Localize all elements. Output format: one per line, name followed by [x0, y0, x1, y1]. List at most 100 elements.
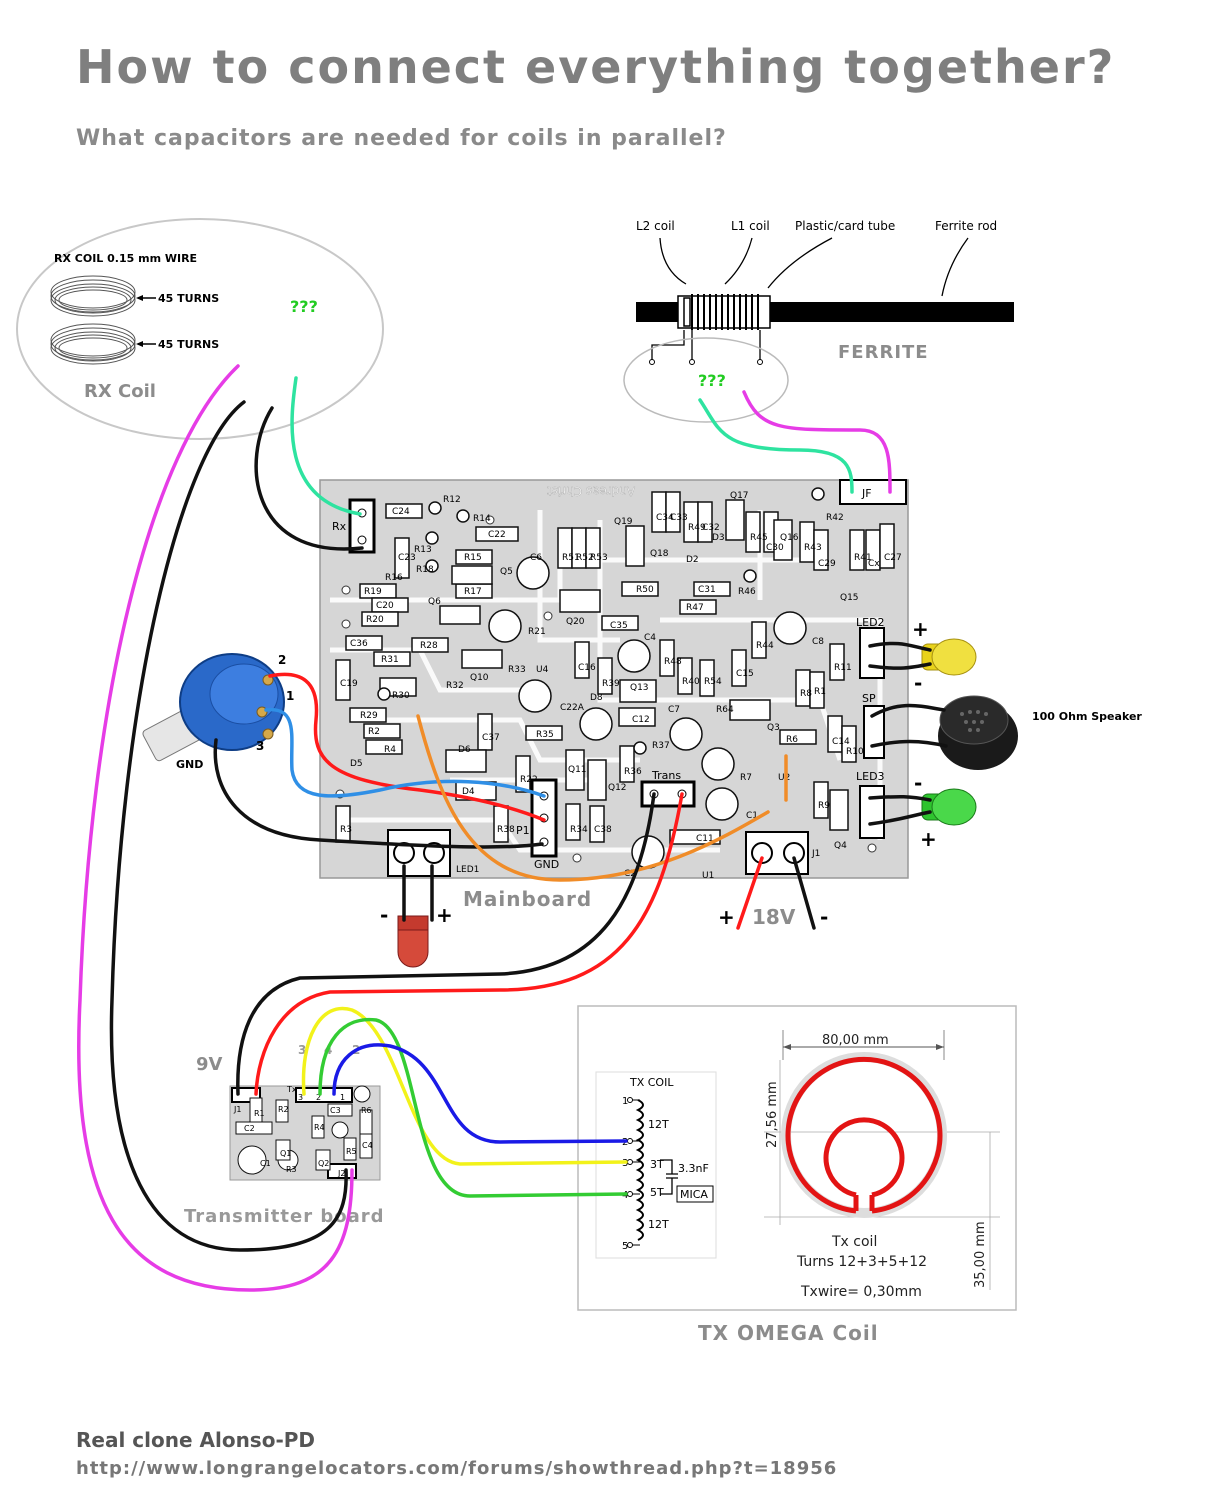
svg-text:C22A: C22A [560, 703, 585, 713]
svg-text:R44: R44 [756, 641, 774, 651]
svg-text:C20: C20 [376, 601, 394, 611]
svg-text:C2: C2 [244, 1124, 255, 1133]
svg-text:Q20: Q20 [566, 617, 585, 627]
svg-text:D8: D8 [590, 693, 603, 703]
black-wire-rx [254, 406, 364, 551]
l1-coil-label: L1 coil [731, 219, 770, 233]
svg-text:Q18: Q18 [650, 549, 669, 559]
svg-text:U2: U2 [778, 773, 790, 783]
page-title: How to connect everything together? [76, 40, 1116, 94]
svg-text:R36: R36 [624, 767, 642, 777]
svg-text:R46: R46 [738, 587, 756, 597]
svg-text:-: - [380, 903, 388, 927]
svg-text:C1: C1 [260, 1159, 271, 1168]
pcb-components [335, 491, 895, 845]
l2-coil-label: L2 coil [636, 219, 675, 233]
svg-text:JF: JF [861, 487, 872, 500]
svg-text:C22: C22 [488, 530, 506, 540]
svg-text:R16: R16 [385, 573, 403, 583]
svg-text:R6: R6 [786, 735, 798, 745]
tx-coil-winding [635, 1099, 644, 1241]
svg-text:J1: J1 [233, 1105, 241, 1114]
svg-text:Q6: Q6 [428, 597, 441, 607]
svg-text:Q3: Q3 [767, 723, 780, 733]
svg-text:R2: R2 [278, 1105, 289, 1114]
red-led-icon [397, 915, 429, 968]
svg-text:R34: R34 [570, 825, 588, 835]
svg-text:R45: R45 [750, 533, 768, 543]
svg-text:18V: 18V [752, 905, 796, 929]
svg-text:Q17: Q17 [730, 491, 749, 501]
jf-connector [839, 479, 907, 505]
svg-text:P1: P1 [516, 824, 530, 837]
svg-text:R30: R30 [392, 691, 410, 701]
svg-text:Turns 12+3+5+12: Turns 12+3+5+12 [796, 1254, 927, 1270]
svg-text:35,00 mm: 35,00 mm [973, 1221, 988, 1288]
svg-text:Q4: Q4 [834, 841, 847, 851]
svg-text:MICA: MICA [680, 1188, 708, 1201]
svg-text:1: 1 [286, 689, 294, 703]
svg-text:3.3nF: 3.3nF [678, 1162, 709, 1175]
speaker-icon [938, 695, 1018, 770]
svg-text:R49: R49 [688, 523, 706, 533]
svg-text:R38: R38 [497, 825, 515, 835]
svg-text:100 Ohm Speaker: 100 Ohm Speaker [1032, 710, 1142, 723]
page-subtitle: What capacitors are needed for coils in … [76, 126, 727, 151]
svg-text:R1: R1 [254, 1109, 265, 1118]
svg-text:Cx: Cx [868, 559, 880, 569]
svg-text:-: - [914, 771, 922, 795]
svg-text:C34: C34 [656, 513, 674, 523]
svg-text:R3: R3 [286, 1165, 297, 1174]
svg-text:R29: R29 [360, 711, 378, 721]
svg-text:R43: R43 [804, 543, 822, 553]
rx-coil-top-icon [50, 275, 136, 317]
svg-text:C32: C32 [702, 523, 720, 533]
svg-text:LED2: LED2 [856, 616, 885, 629]
rx-question: ??? [290, 297, 318, 316]
power-plus-wire [736, 856, 764, 930]
svg-text:R48: R48 [664, 657, 682, 667]
svg-text:3: 3 [256, 739, 264, 753]
svg-text:1: 1 [340, 1093, 345, 1102]
svg-text:D4: D4 [462, 787, 475, 797]
blue-wire-tx [332, 1043, 628, 1144]
svg-text:+: + [912, 617, 929, 641]
svg-text:C12: C12 [632, 715, 650, 725]
svg-text:+: + [920, 827, 937, 851]
svg-text:R42: R42 [826, 513, 844, 523]
svg-text:J2: J2 [337, 1169, 345, 1178]
svg-text:C14: C14 [832, 737, 850, 747]
svg-text:C1: C1 [746, 811, 758, 821]
svg-text:1: 1 [622, 1096, 628, 1107]
svg-text:12T: 12T [648, 1218, 669, 1231]
svg-text:R52: R52 [576, 553, 594, 563]
svg-text:R2: R2 [368, 727, 380, 737]
pcb-signature: Andreas Christ [547, 484, 635, 498]
svg-text:R13: R13 [414, 545, 432, 555]
svg-text:R64: R64 [716, 705, 734, 715]
svg-text:R3: R3 [340, 825, 352, 835]
ferrite-caption: FERRITE [838, 342, 929, 363]
magenta-wire-ferrite [742, 390, 892, 494]
rx-coil-group-outline [16, 218, 384, 440]
svg-text:R21: R21 [528, 627, 546, 637]
svg-text:R14: R14 [473, 514, 491, 524]
svg-text:5: 5 [622, 1241, 628, 1252]
svg-text:R37: R37 [652, 741, 670, 751]
green-wire-tx [318, 1017, 628, 1198]
svg-text:C4: C4 [644, 633, 656, 643]
svg-text:C35: C35 [610, 621, 628, 631]
svg-text:R31: R31 [381, 655, 399, 665]
svg-text:C36: C36 [350, 639, 368, 649]
svg-text:80,00 mm: 80,00 mm [822, 1033, 889, 1048]
mainboard-caption: Mainboard [463, 887, 592, 911]
svg-text:R20: R20 [366, 615, 384, 625]
rx-turns-top: 45 TURNS [158, 292, 219, 305]
svg-text:D5: D5 [350, 759, 363, 769]
source-url[interactable]: http://www.longrangelocators.com/forums/… [76, 1458, 838, 1479]
red-wire-pot [268, 672, 546, 822]
ferrite-tube [677, 295, 771, 329]
svg-text:C4: C4 [362, 1141, 373, 1150]
